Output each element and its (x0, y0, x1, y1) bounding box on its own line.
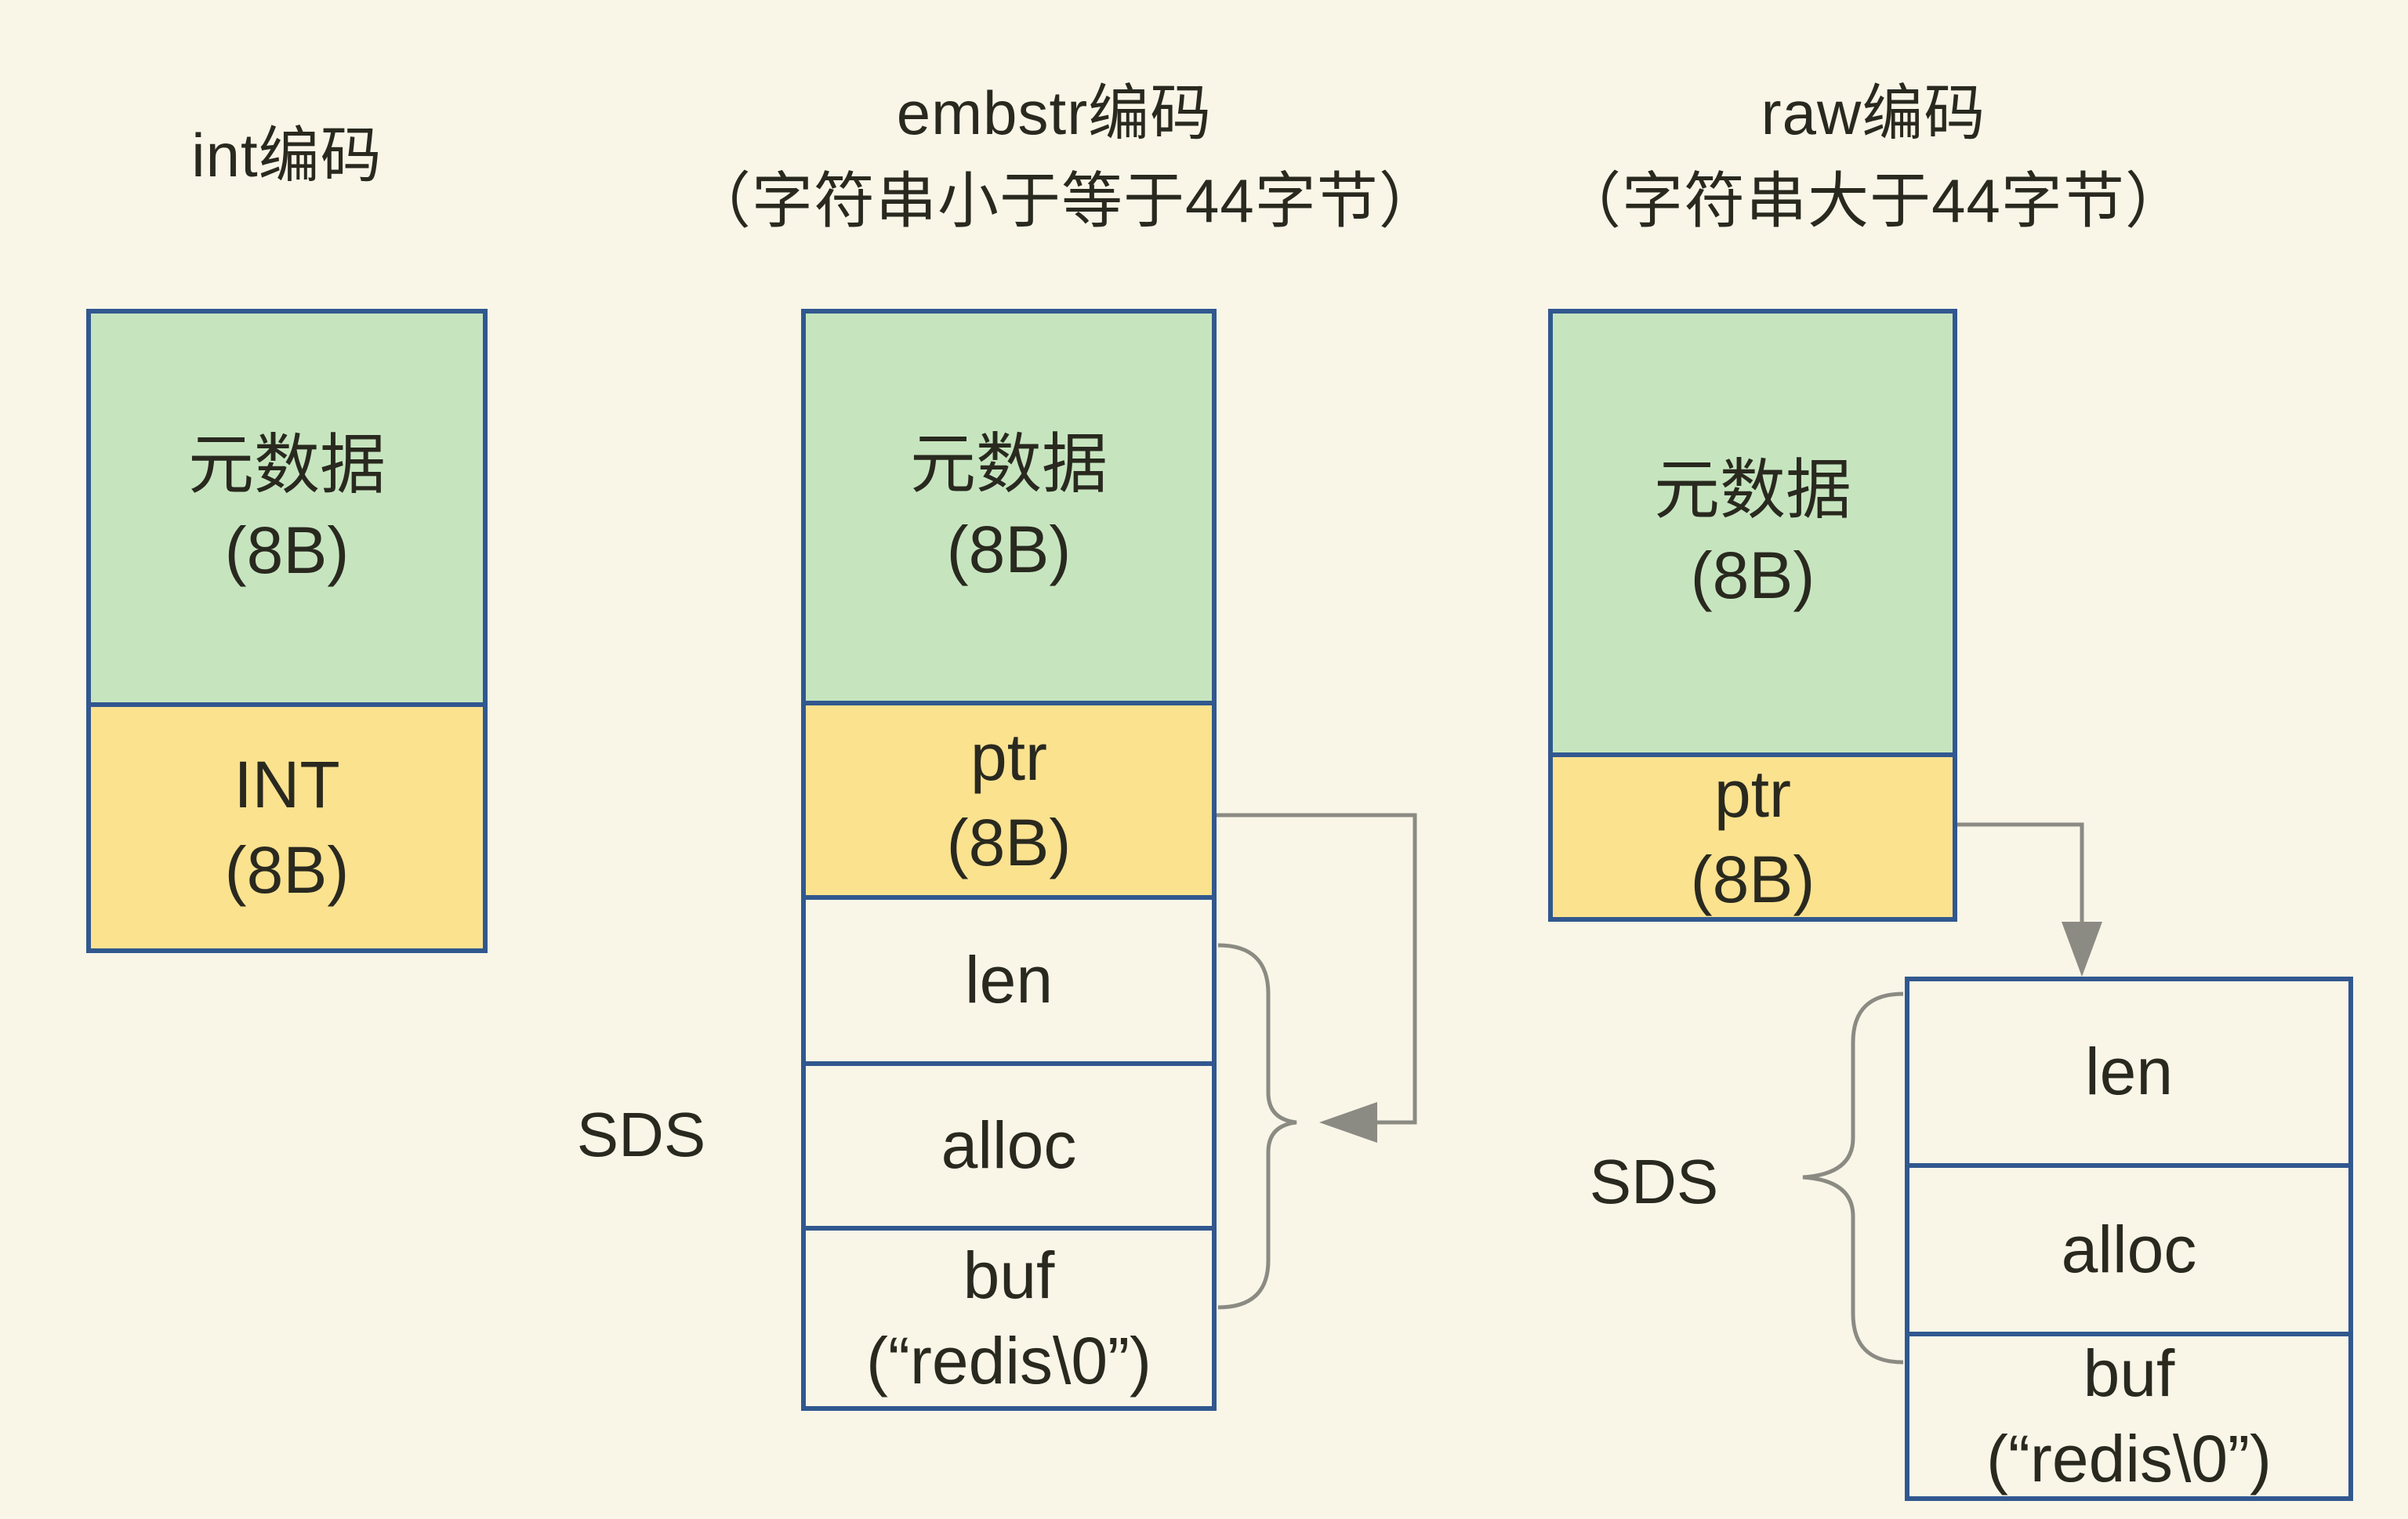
embstr-sds-label: SDS (576, 1100, 706, 1169)
raw-buf-box: buf (“redis\0”) (1905, 1332, 2353, 1501)
header-embstr-encoding: embstr编码 （字符串小于等于44字节） (690, 69, 1441, 245)
raw-alloc-box: alloc (1905, 1163, 2353, 1336)
raw-ptr-box: ptr (8B) (1548, 752, 1957, 922)
raw-len-label: len (2084, 1035, 2174, 1109)
raw-sds-brace-icon (1802, 992, 1904, 1365)
embstr-alloc-label: alloc (941, 1108, 1077, 1183)
header-raw-line1: raw编码 (1761, 78, 1986, 147)
embstr-ptr-arrowhead-icon (1319, 1102, 1377, 1143)
embstr-buf-box: buf (“redis\0”) (801, 1226, 1217, 1411)
raw-alloc-label: alloc (2061, 1212, 2197, 1286)
raw-buf-label: buf (2083, 1336, 2175, 1410)
embstr-sds-brace-icon (1217, 943, 1297, 1310)
raw-metadata-size: (8B) (1690, 538, 1815, 612)
int-value-label: INT (234, 747, 340, 821)
embstr-len-label: len (964, 943, 1054, 1017)
raw-metadata-label: 元数据 (1653, 452, 1851, 527)
embstr-metadata-size: (8B) (946, 513, 1072, 586)
int-value-box: INT (8B) (86, 702, 488, 953)
raw-metadata-box: 元数据 (8B) (1548, 309, 1957, 757)
raw-ptr-arrowhead-icon (2062, 922, 2102, 977)
embstr-metadata-box: 元数据 (8B) (801, 309, 1217, 705)
raw-ptr-arrow-line (1957, 822, 2084, 969)
int-metadata-box: 元数据 (8B) (86, 309, 488, 707)
embstr-metadata-label: 元数据 (909, 426, 1108, 501)
header-embstr-line1: embstr编码 (896, 78, 1213, 147)
embstr-ptr-size: (8B) (946, 806, 1072, 879)
embstr-buf-label: buf (963, 1238, 1055, 1312)
header-embstr-line2: （字符串小于等于44字节） (690, 166, 1441, 235)
int-value-size: (8B) (224, 833, 350, 907)
int-metadata-label: 元数据 (187, 427, 386, 502)
raw-buf-value: (“redis\0”) (1986, 1422, 2272, 1495)
header-raw-line2: （字符串大于44字节） (1560, 166, 2187, 235)
embstr-len-box: len (801, 895, 1217, 1066)
embstr-buf-value: (“redis\0”) (865, 1324, 1151, 1398)
embstr-ptr-label: ptr (970, 720, 1048, 794)
embstr-alloc-box: alloc (801, 1061, 1217, 1231)
header-int-encoding: int编码 (86, 111, 488, 199)
raw-ptr-label: ptr (1714, 756, 1792, 831)
raw-len-box: len (1905, 977, 2353, 1168)
embstr-ptr-arrow-line (1217, 813, 1417, 1125)
raw-sds-label: SDS (1589, 1147, 1719, 1216)
int-metadata-size: (8B) (224, 513, 350, 587)
raw-ptr-size: (8B) (1690, 843, 1815, 916)
header-int-line1: int编码 (191, 121, 383, 190)
header-raw-encoding: raw编码 （字符串大于44字节） (1516, 69, 2231, 245)
embstr-ptr-box: ptr (8B) (801, 701, 1217, 900)
